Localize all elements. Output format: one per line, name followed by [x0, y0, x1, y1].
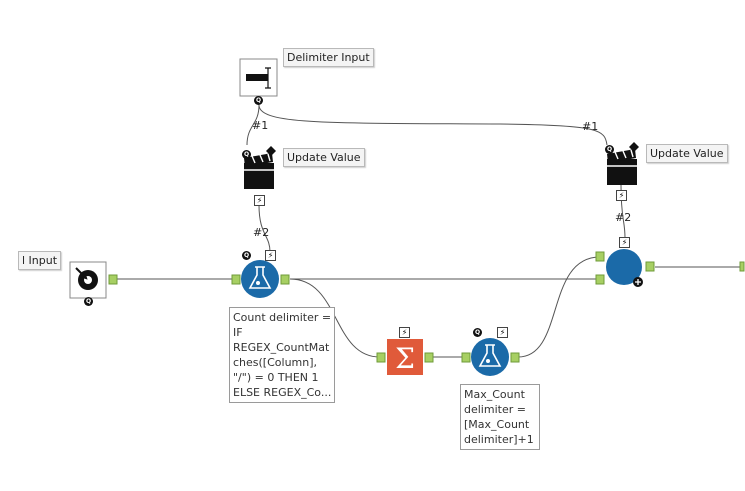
- update1-action-badge: ⚡: [254, 195, 265, 206]
- sum-glyph: Σ: [395, 342, 415, 375]
- update-value-tool-right[interactable]: [607, 142, 639, 185]
- update-value-tool-left[interactable]: [244, 146, 276, 189]
- wire-formula-to-summarize: [289, 278, 381, 358]
- wire-formula2-to-append-target: [517, 256, 601, 358]
- update2-action-badge: ⚡: [616, 190, 627, 201]
- connection-tag-hash1-right: #1: [582, 120, 599, 133]
- formula2-output-anchor[interactable]: [510, 352, 520, 363]
- formula2-input-anchor[interactable]: [461, 352, 471, 363]
- wire-delim-to-update1: [246, 104, 260, 146]
- formula-tool-count-delimiter[interactable]: [241, 260, 279, 298]
- update-value-label-right: Update Value: [646, 144, 728, 163]
- connection-wires: [117, 104, 742, 358]
- formula1-input-anchor[interactable]: [231, 274, 241, 285]
- summarize-action-badge: ⚡: [399, 327, 410, 338]
- formula1-q-badge: Q: [242, 251, 251, 260]
- update2-q-badge: Q: [605, 145, 614, 154]
- append-output-anchor[interactable]: [645, 261, 655, 272]
- input-tool[interactable]: [69, 261, 107, 299]
- formula-tool-max-count[interactable]: [471, 338, 509, 376]
- input-output-anchor[interactable]: [108, 274, 118, 285]
- append-source-anchor[interactable]: [595, 274, 605, 285]
- append-fields-tool[interactable]: [606, 249, 643, 287]
- formula2-annotation: Max_Count delimiter = [Max_Count delimit…: [460, 384, 540, 450]
- formula1-output-anchor[interactable]: [280, 274, 290, 285]
- update-value-label-left: Update Value: [283, 148, 365, 167]
- downstream-input-anchor[interactable]: [739, 261, 745, 272]
- connection-tag-hash1-left: #1: [252, 119, 269, 132]
- connection-tag-hash2-left: #2: [253, 226, 270, 239]
- append-target-anchor[interactable]: [595, 251, 605, 262]
- delimiter-input-label: Delimiter Input: [283, 48, 374, 67]
- formula1-action-badge: ⚡: [265, 250, 276, 261]
- connection-tag-hash2-right: #2: [615, 211, 632, 224]
- delimiter-q-badge: Q: [254, 96, 263, 105]
- formula2-action-badge: ⚡: [497, 327, 508, 338]
- summarize-output-anchor[interactable]: [424, 352, 434, 363]
- delimiter-input-tool[interactable]: [239, 58, 278, 97]
- input-label: l Input: [18, 251, 62, 270]
- update1-q-badge: Q: [242, 150, 251, 159]
- wire-update1-to-formula: [258, 204, 271, 253]
- formula1-annotation: Count delimiter = IF REGEX_CountMat ches…: [229, 307, 335, 403]
- input-q-badge: Q: [84, 297, 93, 306]
- summarize-input-anchor[interactable]: [376, 352, 386, 363]
- formula2-q-badge: Q: [473, 328, 482, 337]
- wire-delim-to-update2: [258, 104, 608, 146]
- append-action-badge: ⚡: [619, 237, 630, 248]
- summarize-tool[interactable]: [387, 339, 423, 375]
